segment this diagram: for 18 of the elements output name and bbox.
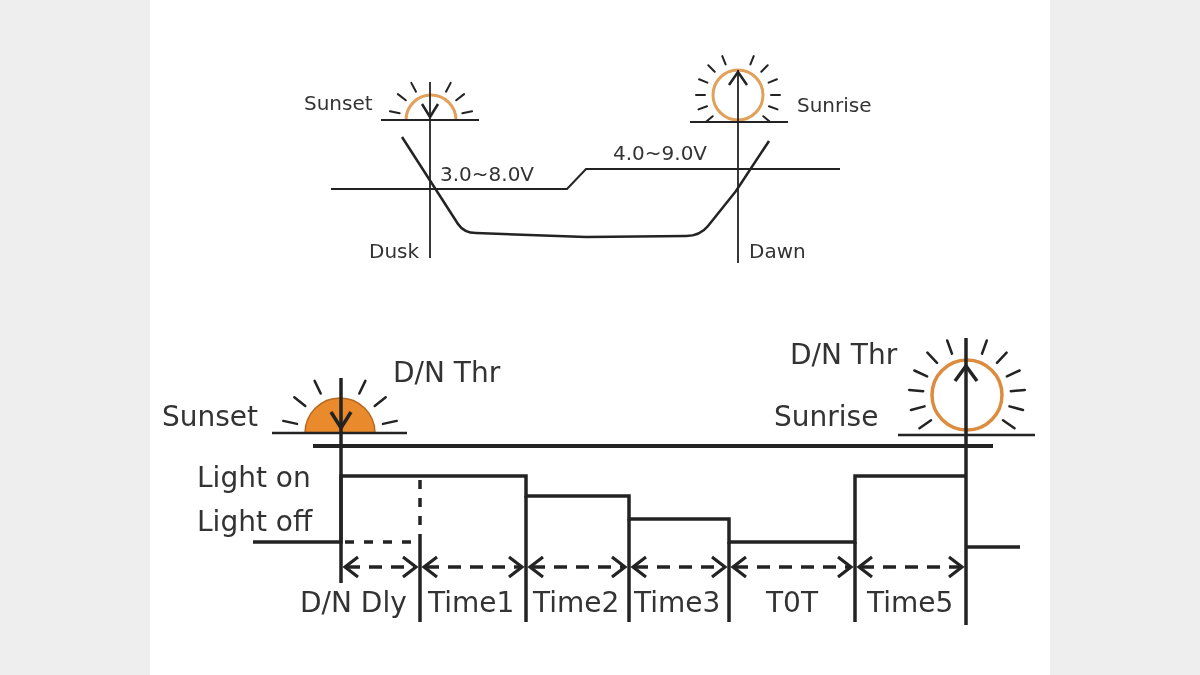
time-point-label: Dusk xyxy=(369,239,420,263)
sun-event-label: Sunset xyxy=(162,400,259,434)
sun-event-label: Sunrise xyxy=(774,400,879,434)
period-label: Time1 xyxy=(428,586,515,620)
voltage-threshold-label: 4.0~9.0V xyxy=(613,141,708,165)
period-label: Time3 xyxy=(634,586,721,620)
threshold-label: D/N Thr xyxy=(393,356,501,390)
sun-event-label: Sunrise xyxy=(797,93,872,117)
light-state-label: Light on xyxy=(197,461,311,495)
period-label: T0T xyxy=(766,586,819,620)
threshold-label: D/N Thr xyxy=(790,338,898,372)
light-state-label: Light off xyxy=(197,505,313,539)
period-label: Time5 xyxy=(867,586,954,620)
voltage-threshold-label: 3.0~8.0V xyxy=(440,162,535,186)
period-label: D/N Dly xyxy=(300,586,407,620)
sun-event-label: Sunset xyxy=(304,91,373,115)
period-label: Time2 xyxy=(533,586,620,620)
time-point-label: Dawn xyxy=(749,239,806,263)
